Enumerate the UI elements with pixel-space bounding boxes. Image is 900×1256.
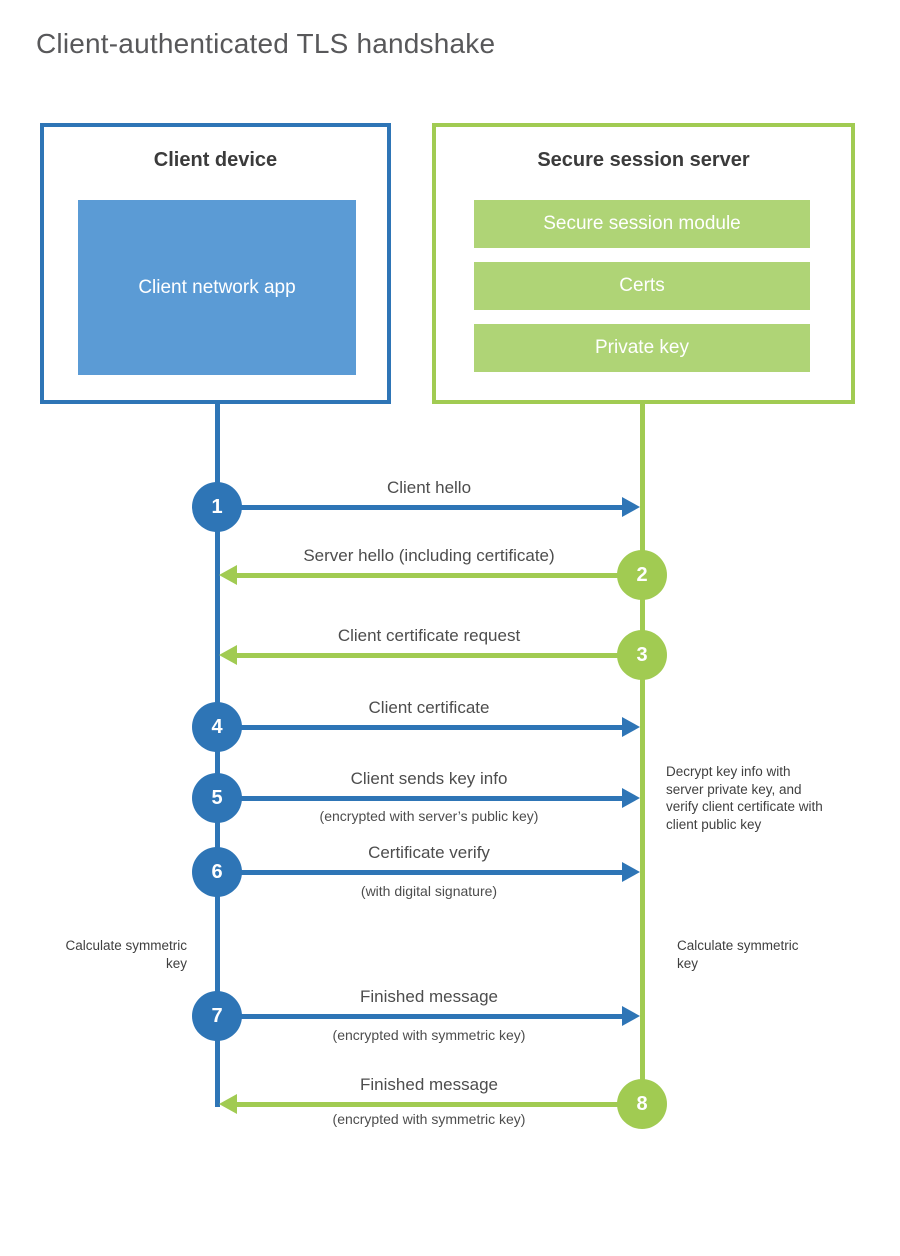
client-lifeline: [215, 404, 220, 1107]
step-number: 2: [636, 563, 648, 586]
secure-session-server-title: Secure session server: [537, 149, 750, 171]
step-circle: 2: [617, 550, 667, 600]
server-decrypt-note: Decrypt key info with server private key…: [666, 764, 823, 832]
message-label: Finished message: [360, 987, 498, 1006]
step-circle: 1: [192, 482, 242, 532]
message-label: Finished message: [360, 1075, 498, 1094]
server-calculate-note: Calculate symmetric key: [677, 938, 799, 971]
page-title: Client-authenticated TLS handshake: [36, 28, 496, 59]
step-circle: 8: [617, 1079, 667, 1129]
message-arrow-line: [217, 725, 622, 730]
server-module-bar: Private key: [474, 324, 810, 372]
client-network-app-label: Client network app: [138, 276, 296, 298]
message-arrow-line: [217, 796, 622, 801]
client-network-app-box: Client network app: [78, 200, 356, 375]
message-label: Client certificate: [368, 698, 490, 717]
step-circle: 7: [192, 991, 242, 1041]
message-sublabel: (with digital signature): [360, 883, 498, 899]
message-label: Client sends key info: [350, 769, 508, 788]
arrowhead-left-icon: [219, 1094, 237, 1114]
server-module-label: Certs: [619, 275, 665, 296]
arrowhead-left-icon: [219, 645, 237, 665]
message-arrow-line: [237, 653, 642, 658]
server-module-bar: Secure session module: [474, 200, 810, 248]
message-arrow-line: [217, 505, 622, 510]
server-module-bar: Certs: [474, 262, 810, 310]
arrowhead-right-icon: [622, 1006, 640, 1026]
message-label: Certificate verify: [368, 843, 490, 862]
arrowhead-right-icon: [622, 788, 640, 808]
message-sublabel: (encrypted with symmetric key): [332, 1111, 526, 1127]
message-sublabel: (encrypted with symmetric key): [332, 1027, 526, 1043]
step-circle: 6: [192, 847, 242, 897]
message-arrow-line: [217, 1014, 622, 1019]
message-label: Server hello (including certificate): [303, 546, 555, 565]
client-calculate-note: Calculate symmetric key: [65, 938, 187, 971]
message-label: Client certificate request: [337, 626, 521, 645]
message-label: Client hello: [386, 478, 472, 497]
step-circle: 5: [192, 773, 242, 823]
step-circle: 4: [192, 702, 242, 752]
arrowhead-left-icon: [219, 565, 237, 585]
step-number: 4: [211, 715, 223, 738]
step-number: 6: [211, 860, 223, 883]
step-number: 8: [636, 1092, 648, 1115]
server-module-label: Secure session module: [543, 213, 741, 234]
arrowhead-right-icon: [622, 862, 640, 882]
step-circle: 3: [617, 630, 667, 680]
message-arrow-line: [237, 573, 642, 578]
message-sublabel: (encrypted with server’s public key): [319, 808, 539, 824]
step-number: 3: [636, 643, 648, 666]
server-lifeline: [640, 404, 645, 1105]
arrowhead-right-icon: [622, 717, 640, 737]
server-module-label: Private key: [595, 337, 689, 358]
arrowhead-right-icon: [622, 497, 640, 517]
step-number: 7: [211, 1004, 223, 1027]
step-number: 5: [211, 786, 223, 809]
message-arrow-line: [217, 870, 622, 875]
client-device-title: Client device: [153, 149, 278, 171]
message-arrow-line: [237, 1102, 642, 1107]
step-number: 1: [211, 495, 223, 518]
